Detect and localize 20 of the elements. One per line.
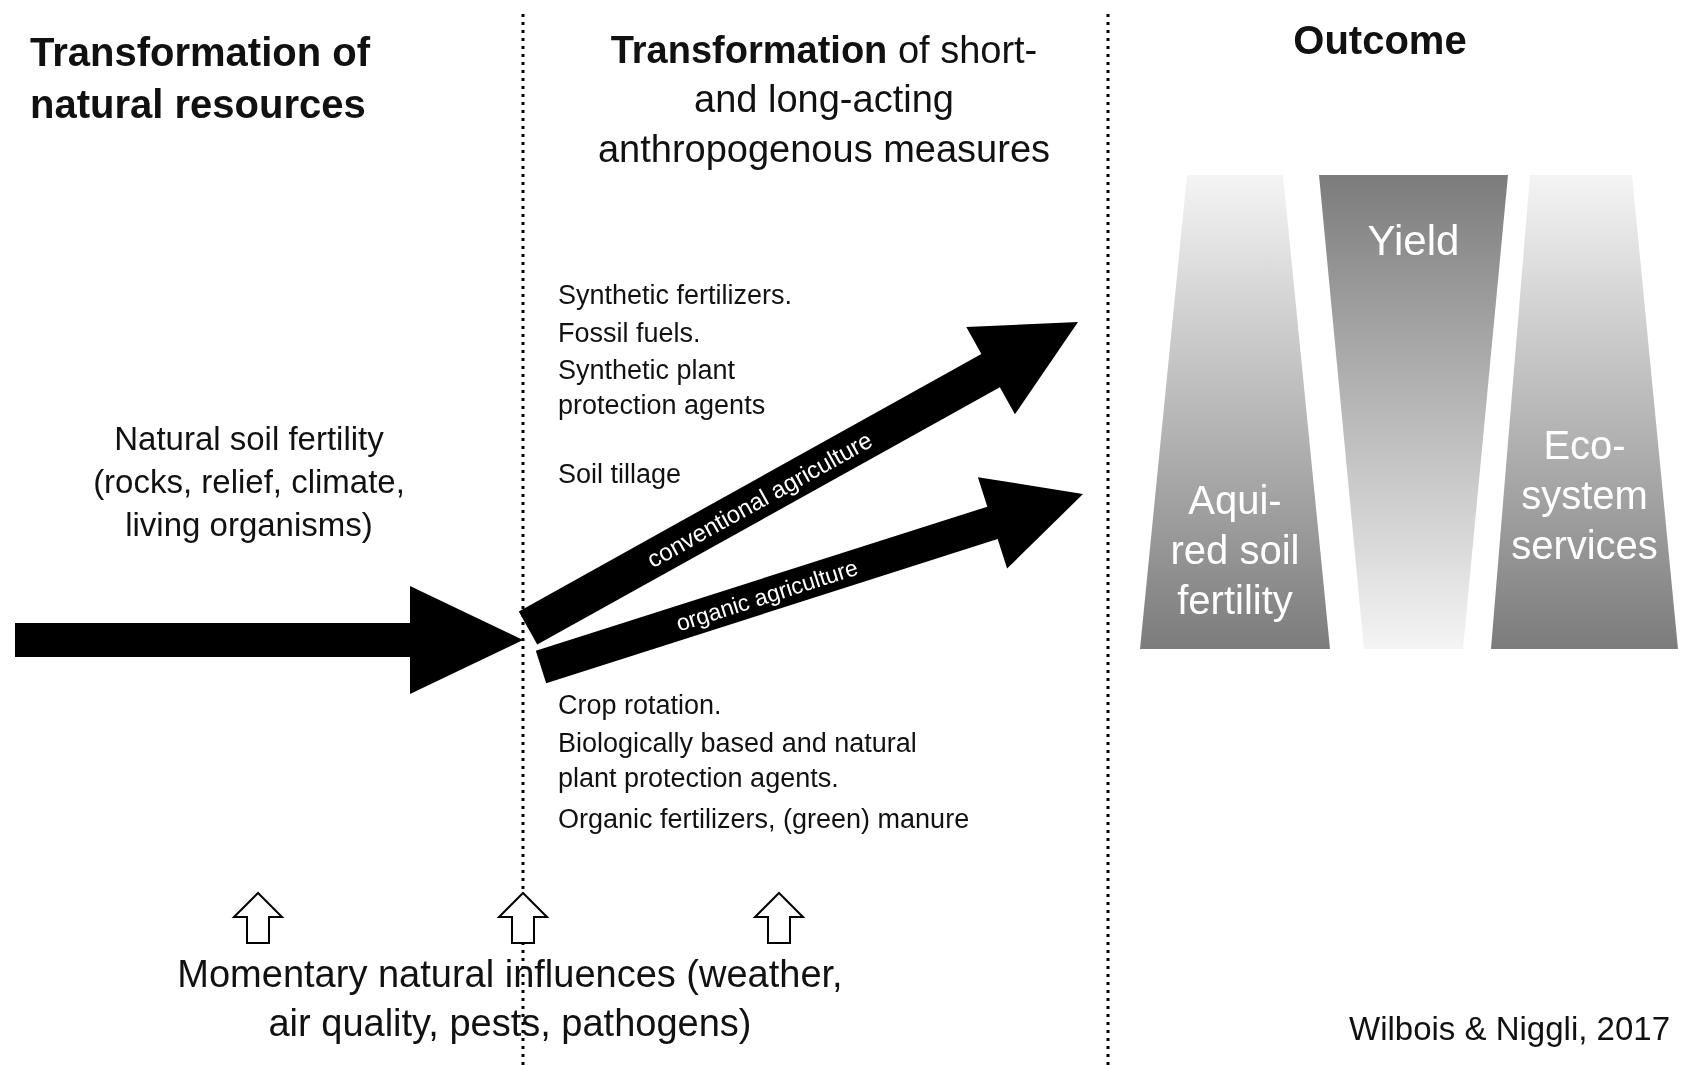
label-text: Natural soil fertility (rocks, relief, climate, living organisms) — [92, 419, 406, 545]
heading: Transformation of natural resources — [30, 29, 372, 128]
trapezoid-bar — [1319, 175, 1508, 649]
heading: Outcome — [1292, 17, 1468, 64]
heading: Transformation of short-and long-acting anthropogenous measures — [596, 28, 1052, 172]
list-item: Organic fertilizers, (green) manure — [558, 803, 971, 836]
list-item: Fossil fuels. — [558, 317, 702, 350]
trapezoid-bar — [1140, 175, 1330, 649]
list-item: Crop rotation. — [558, 689, 723, 722]
bar-label: Yield — [1366, 216, 1461, 266]
citation: Wilbois & Niggli, 2017 — [1348, 1009, 1670, 1049]
arrow-shape — [15, 586, 523, 694]
bar-label: Eco- system services — [1511, 422, 1658, 569]
label-text: Momentary natural influences (weather, air quality, pests, pathogens) — [176, 952, 844, 1047]
arrow-shape — [518, 322, 1078, 645]
list-item: Synthetic fertilizers. — [558, 279, 794, 312]
bar-label: Aqui- red soil fertility — [1169, 477, 1301, 624]
list-item: Synthetic plant protection agents — [558, 354, 767, 423]
trapezoid-bar — [1491, 175, 1678, 649]
list-item: Biologically based and natural plant protection agents. — [558, 727, 918, 796]
